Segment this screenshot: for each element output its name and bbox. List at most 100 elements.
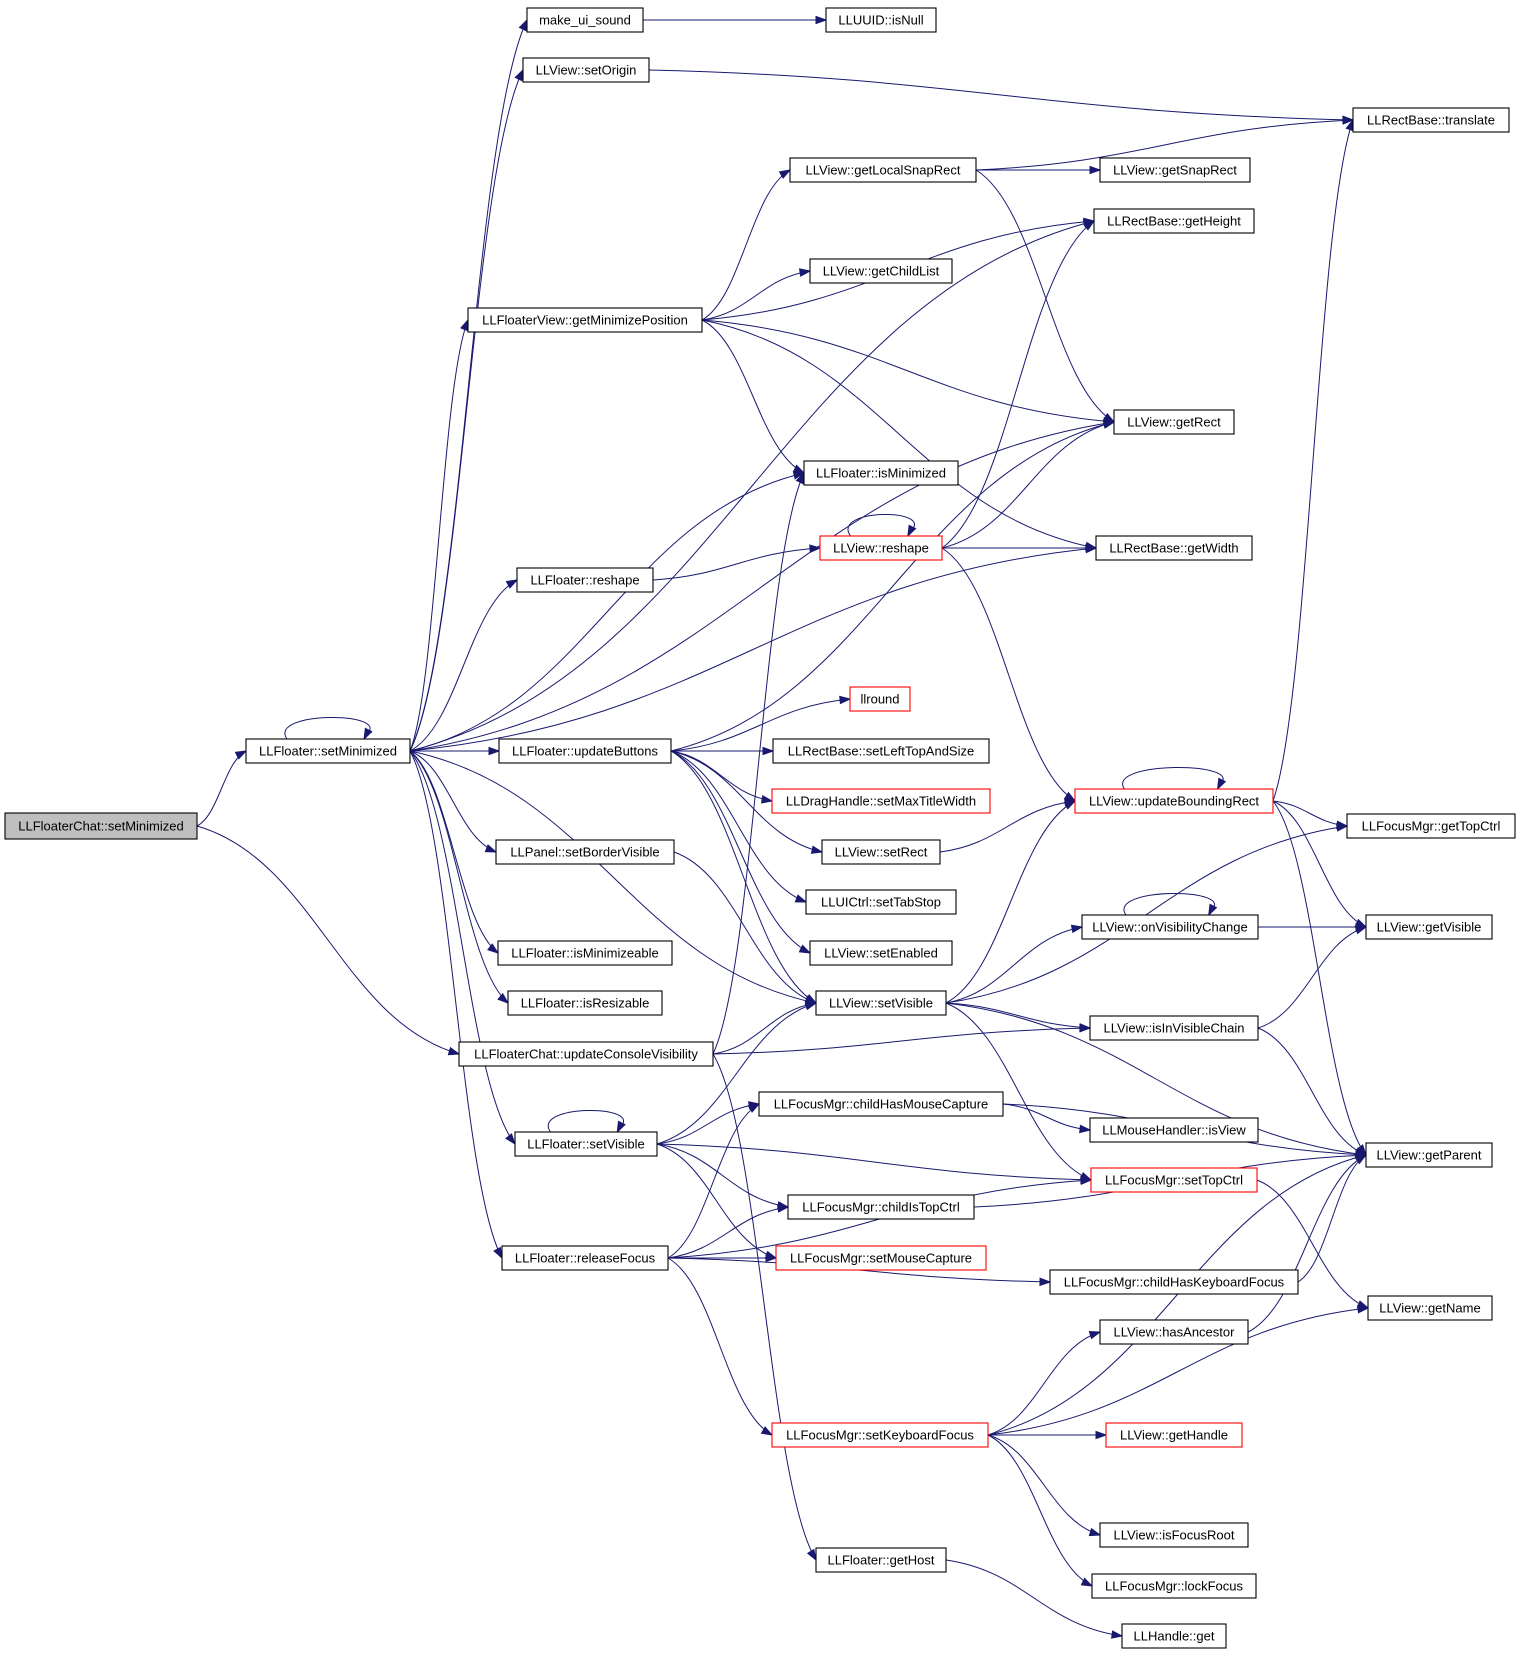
node-llhandle-get[interactable]: LLHandle::get (1121, 1623, 1227, 1649)
node-label: LLRectBase::getHeight (1107, 214, 1241, 229)
node-llview-isfocusroot[interactable]: LLView::isFocusRoot (1099, 1522, 1249, 1548)
edge-line (987, 1434, 1093, 1587)
node-box (819, 535, 943, 561)
node-llround[interactable]: llround (849, 686, 911, 712)
arrowhead (460, 318, 469, 332)
node-llview-getchildlist[interactable]: LLView::getChildList (809, 258, 953, 284)
arrowhead (1088, 1330, 1102, 1340)
arrowhead (794, 894, 808, 903)
node-box (526, 7, 644, 33)
node-llfocusmgr-childistopctrl[interactable]: LLFocusMgr::childIsTopCtrl (787, 1194, 975, 1220)
arrowhead (760, 1426, 774, 1436)
node-llfocusmgr-childhasmousecapture[interactable]: LLFocusMgr::childHasMouseCapture (758, 1091, 1004, 1117)
node-llfocusmgr-setkeyboardfocus[interactable]: LLFocusMgr::setKeyboardFocus (771, 1422, 989, 1448)
edge-llfloater-releasefocus-to-llfocusmgr-setkeyboardfocus (667, 1257, 774, 1436)
edge-line (547, 1110, 624, 1133)
node-llrectbase-getwidth[interactable]: LLRectBase::getWidth (1095, 535, 1253, 561)
node-box (1074, 788, 1274, 814)
arrowhead (765, 1253, 778, 1263)
node-llview-getsnaprect[interactable]: LLView::getSnapRect (1099, 157, 1251, 183)
arrowhead (1110, 1630, 1124, 1639)
node-llview-gethandle[interactable]: LLView::getHandle (1105, 1422, 1243, 1448)
node-llfloater-isminimizeable[interactable]: LLFloater::isMinimizeable (497, 940, 673, 966)
node-llpanel-setbordervisible[interactable]: LLPanel::setBorderVisible (495, 839, 675, 865)
edge-llfloater-setminimized-to-llrectbase-getwidth (409, 544, 1098, 752)
edge-line (1257, 926, 1367, 1029)
edge-line (196, 750, 247, 827)
edge-line (1256, 1179, 1369, 1309)
node-llview-onvisibilitychange[interactable]: LLView::onVisibilityChange (1081, 914, 1259, 940)
node-label: LLView::getRect (1127, 415, 1221, 430)
node-llmousehandler-isview[interactable]: LLMouseHandler::isView (1089, 1117, 1259, 1143)
node-llfocusmgr-setmousecapture[interactable]: LLFocusMgr::setMouseCapture (775, 1245, 987, 1271)
edge-line (939, 800, 1076, 853)
node-llfloater-releasefocus[interactable]: LLFloater::releaseFocus (501, 1245, 669, 1271)
node-llfloaterview-getminimizeposition[interactable]: LLFloaterView::getMinimizePosition (467, 307, 703, 333)
node-label: LLView::updateBoundingRect (1089, 794, 1259, 809)
node-llfloater-updatebuttons[interactable]: LLFloater::updateButtons (498, 738, 672, 764)
edge-llview-setvisible-to-llview-updateboundingrect (945, 800, 1077, 1004)
node-label: LLFocusMgr::lockFocus (1105, 1579, 1243, 1594)
arrowhead (505, 579, 519, 589)
arrowhead (1342, 116, 1355, 125)
arrowhead (1354, 926, 1368, 935)
node-label: LLFocusMgr::setMouseCapture (790, 1251, 972, 1266)
node-llview-getlocalsnaprect[interactable]: LLView::getLocalSnapRect (789, 157, 977, 183)
edge-line (987, 1154, 1367, 1436)
node-llrectbase-getheight[interactable]: LLRectBase::getHeight (1093, 208, 1255, 234)
node-llfloaterchat-updateconsolevisibility[interactable]: LLFloaterChat::updateConsoleVisibility (458, 1041, 714, 1067)
edge-llfloaterview-getminimizeposition-to-llview-getlocalsnaprect (701, 169, 792, 321)
edge-line (670, 750, 823, 853)
node-llview-hasancestor[interactable]: LLView::hasAncestor (1099, 1319, 1249, 1345)
edge-llfloater-setvisible-to-llview-setvisible (656, 1001, 818, 1145)
node-llfocusmgr-settopctrl[interactable]: LLFocusMgr::setTopCtrl (1090, 1167, 1258, 1193)
node-label: LLFocusMgr::childHasKeyboardFocus (1064, 1275, 1285, 1290)
edge-line (670, 698, 851, 752)
node-llrectbase-setlefttopandsize[interactable]: LLRectBase::setLeftTopAndSize (772, 738, 990, 764)
node-llview-getname[interactable]: LLView::getName (1367, 1295, 1493, 1321)
node-lluictrl-settabstop[interactable]: LLUICtrl::setTabStop (805, 889, 957, 915)
edge-llview-setvisible-to-llview-isinvisiblechain (945, 1002, 1092, 1032)
node-llview-setenabled[interactable]: LLView::setEnabled (809, 940, 953, 966)
node-label: LLView::hasAncestor (1114, 1325, 1236, 1340)
node-llfloater-isminimized[interactable]: LLFloater::isMinimized (803, 460, 959, 486)
node-make-ui-sound[interactable]: make_ui_sound (526, 7, 644, 33)
edge-line (847, 514, 915, 537)
node-llfocusmgr-childhaskeyboardfocus[interactable]: LLFocusMgr::childHasKeyboardFocus (1049, 1269, 1299, 1295)
node-llview-reshape[interactable]: LLView::reshape (819, 535, 943, 561)
node-llview-isinvisiblechain[interactable]: LLView::isInVisibleChain (1089, 1015, 1259, 1041)
edge-line (987, 1307, 1369, 1436)
node-box (458, 1041, 714, 1067)
edge-llfloater-setminimized-to-llfloater-setminimized (284, 716, 373, 741)
edge-line (712, 1002, 817, 1055)
node-label: LLRectBase::translate (1367, 113, 1495, 128)
node-llview-setorigin[interactable]: LLView::setOrigin (522, 57, 650, 83)
arrowhead (1079, 1023, 1092, 1032)
node-label: LLHandle::get (1134, 1629, 1215, 1644)
node-llfloater-reshape[interactable]: LLFloater::reshape (516, 567, 654, 593)
edge-llview-reshape-to-llview-getrect (941, 420, 1116, 549)
edge-line (196, 825, 460, 1055)
node-lldraghandle-setmaxtitlewidth[interactable]: LLDragHandle::setMaxTitleWidth (771, 788, 991, 814)
node-lluuid-isnull[interactable]: LLUUID::isNull (825, 7, 937, 33)
node-llfocusmgr-lockfocus[interactable]: LLFocusMgr::lockFocus (1091, 1573, 1257, 1599)
node-box (1365, 1142, 1493, 1168)
node-llfloater-setminimized[interactable]: LLFloater::setMinimized (245, 738, 411, 764)
node-llview-getparent[interactable]: LLView::getParent (1365, 1142, 1493, 1168)
node-llfloaterchat-setminimized[interactable]: LLFloaterChat::setMinimized (4, 812, 198, 840)
edge-llview-setvisible-to-llview-onvisibilitychange (945, 924, 1084, 1004)
node-label: LLView::getParent (1376, 1148, 1481, 1163)
arrowhead (839, 695, 852, 705)
node-llview-updateboundingrect[interactable]: LLView::updateBoundingRect (1074, 788, 1274, 814)
node-llview-setrect[interactable]: LLView::setRect (821, 839, 941, 865)
node-box (789, 157, 977, 183)
node-llrectbase-translate[interactable]: LLRectBase::translate (1352, 107, 1510, 133)
node-llfocusmgr-gettopctrl[interactable]: LLFocusMgr::getTopCtrl (1346, 813, 1516, 839)
node-llfloater-isresizable[interactable]: LLFloater::isResizable (507, 990, 663, 1016)
arrowhead (1070, 924, 1084, 934)
node-llfloater-gethost[interactable]: LLFloater::getHost (815, 1547, 947, 1573)
node-llview-getrect[interactable]: LLView::getRect (1113, 409, 1235, 435)
node-llview-setvisible[interactable]: LLView::setVisible (815, 990, 947, 1016)
node-llview-getvisible[interactable]: LLView::getVisible (1365, 914, 1493, 940)
node-llfloater-setvisible[interactable]: LLFloater::setVisible (514, 1131, 658, 1157)
